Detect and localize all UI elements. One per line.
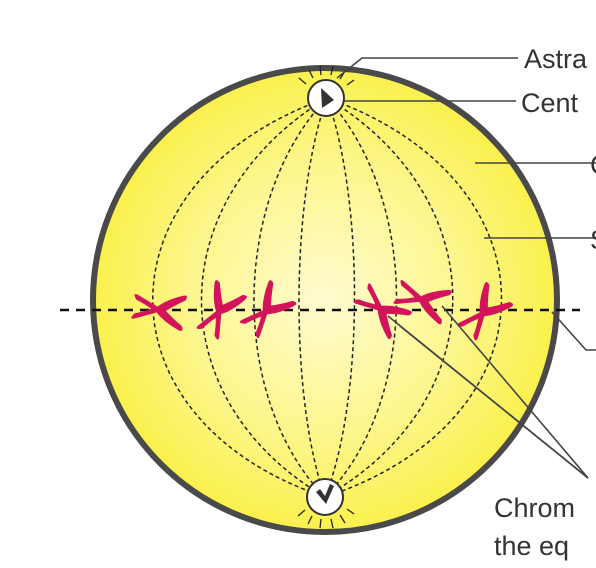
label-chromosomes-line2: the eq	[494, 531, 569, 561]
label-spindle-fibres: S	[590, 225, 596, 255]
label-chromosomes-line1: Chrom	[494, 493, 575, 523]
centriole-icon	[316, 484, 334, 504]
cell-body	[93, 68, 557, 532]
label-cell-membrane: C	[590, 150, 596, 180]
centrosome-bottom	[297, 478, 355, 529]
cell-membrane	[90, 65, 560, 535]
label-centriole: Cent	[521, 88, 579, 118]
centriole-icon	[321, 88, 334, 108]
label-astral-rays: Astra	[524, 44, 588, 74]
leader-lines	[336, 57, 596, 479]
centrosome-top	[298, 65, 355, 117]
